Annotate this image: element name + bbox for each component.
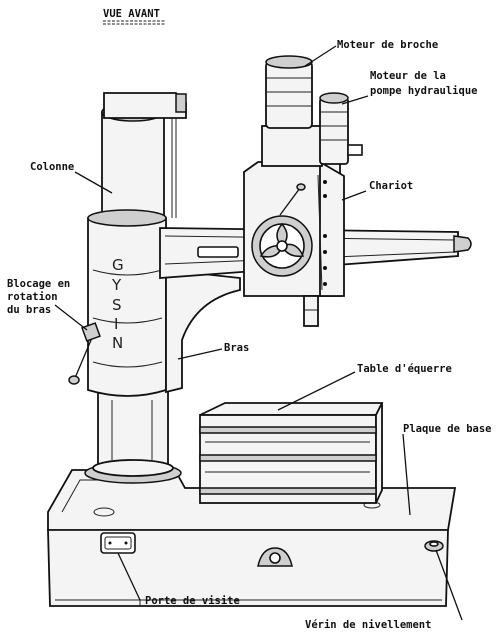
label-plaque: Plaque de base	[403, 423, 492, 435]
brand-letter-n: N	[112, 334, 123, 352]
brand-letter-y: Y	[111, 276, 122, 294]
label-blocage-line2: rotation	[7, 291, 58, 303]
brand-letter-g: G	[112, 256, 124, 274]
leader-moteur-broche	[304, 45, 337, 67]
brand-letter-i: I	[114, 315, 118, 333]
spindle-motor	[261, 55, 323, 167]
arm-brace	[165, 268, 241, 394]
handwheel	[251, 215, 313, 277]
label-colonne: Colonne	[30, 161, 74, 173]
base-fitting	[257, 547, 293, 567]
leader-blocage	[54, 304, 88, 331]
leader-porte	[117, 552, 141, 601]
leader-moteur-pompe	[341, 95, 369, 105]
base-plate	[47, 469, 457, 607]
label-porte: Porte de visite	[145, 595, 240, 607]
leader-plaque	[402, 433, 411, 516]
label-table: Table d'équerre	[357, 363, 452, 375]
angle-table	[199, 402, 384, 504]
brand-letter-s: S	[112, 296, 122, 314]
rotation-lock-lever	[68, 322, 101, 385]
leader-bras	[177, 348, 223, 360]
leader-chariot	[341, 190, 367, 201]
diagram-title: VUE AVANT	[103, 8, 160, 20]
label-moteur-pompe-line2: pompe hydraulique	[370, 85, 477, 97]
arm-sleeve: G Y S I N	[87, 209, 167, 397]
label-moteur-pompe-line1: Moteur de la	[370, 70, 446, 82]
label-blocage-line1: Blocage en	[7, 278, 70, 290]
label-verin: Vérin de nivellement	[305, 619, 431, 631]
spindle	[303, 295, 319, 327]
label-bras: Bras	[224, 342, 249, 354]
leader-verin	[435, 549, 463, 621]
leveling-jack	[424, 540, 444, 552]
label-chariot: Chariot	[369, 180, 413, 192]
hydraulic-pump-motor	[319, 92, 363, 165]
inspection-door	[100, 532, 136, 554]
label-blocage-line3: du bras	[7, 304, 51, 316]
column	[84, 92, 187, 484]
leader-colonne	[74, 171, 113, 194]
label-moteur-broche: Moteur de broche	[337, 39, 438, 51]
leader-table	[277, 371, 356, 411]
